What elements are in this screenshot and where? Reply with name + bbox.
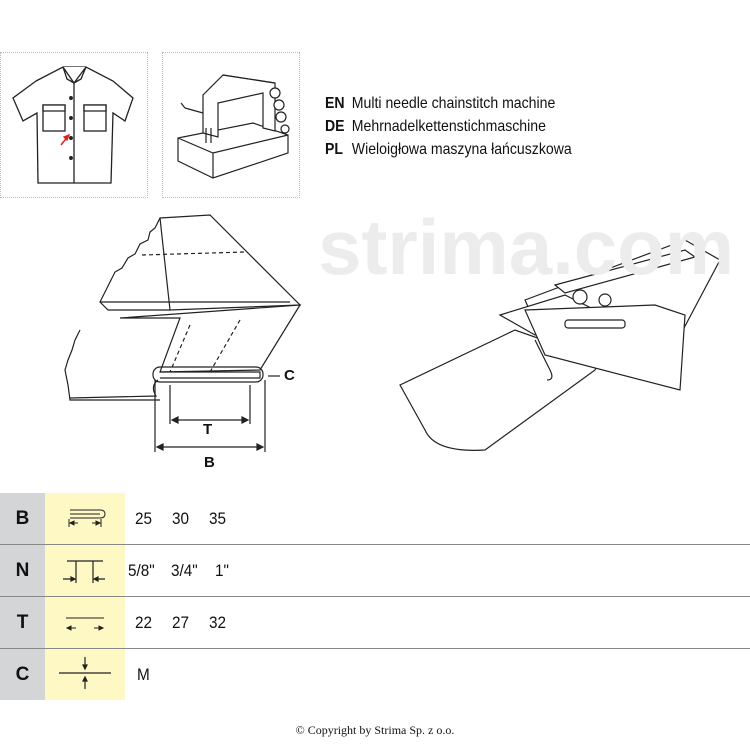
value: 35 [209,508,227,528]
table-row-t: T 22 27 32 [0,597,750,648]
folder-attachment-image [399,239,721,451]
width-b-icon [45,493,125,544]
value: M [137,664,150,684]
value: 1" [215,560,229,580]
value: 27 [172,612,190,632]
shirt-image [0,52,148,198]
row-key: N [0,545,45,596]
machine-image [162,52,300,198]
value: 5/8" [128,560,155,580]
description-pl: Wieloigłowa maszyna łańcuszkowa [351,141,572,158]
row-key: C [0,649,45,700]
table-row-n: N 5/8" 3/4" 1" [0,545,750,596]
needle-gauge-icon [45,545,125,596]
row-key: T [0,597,45,648]
thickness-icon [45,649,125,700]
value: 30 [172,508,190,528]
description-en: Multi needle chainstitch machine [351,95,556,112]
value: 3/4" [171,560,198,580]
diagram-label-c: C [284,367,295,384]
lang-code: DE [325,118,345,135]
value: 22 [135,612,153,632]
width-t-icon [45,597,125,648]
table-row-b: B 25 30 35 [0,493,750,544]
description-de: Mehrnadelkettenstichmaschine [351,118,546,135]
machine-descriptions: EN Multi needle chainstitch machine DE M… [325,92,572,161]
table-row-c: C M [0,649,750,700]
value: 32 [209,612,227,632]
value: 25 [135,508,153,528]
lang-code: PL [325,141,343,158]
watermark: strima.com [318,203,735,291]
row-key: B [0,493,45,544]
lang-code: EN [325,95,345,112]
diagram-label-t: T [203,421,213,438]
diagram-label-b: B [204,454,215,471]
fold-diagram [64,214,302,452]
copyright: © Copyright by Strima Sp. z o.o. [295,723,455,737]
